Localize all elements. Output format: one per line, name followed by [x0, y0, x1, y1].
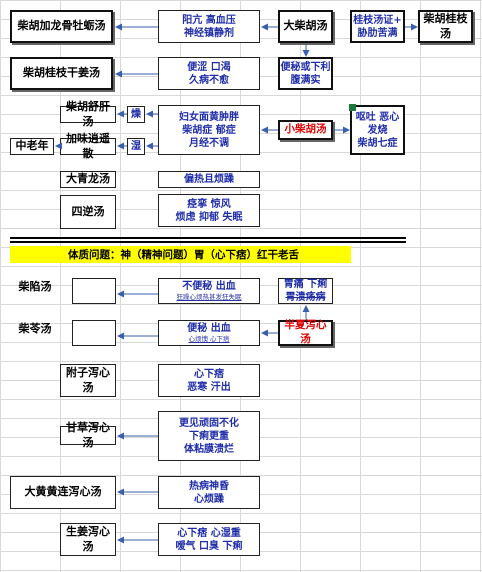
line: 发烧: [367, 124, 388, 136]
line: 阳亢 高血压: [182, 14, 236, 26]
box-chaihu-guizhi: 柴胡桂枝汤: [418, 10, 473, 43]
label: 半夏泻心汤: [284, 319, 327, 345]
label: 附子泻心汤: [66, 366, 110, 394]
box-shi: 湿: [127, 138, 145, 155]
line: 便秘或下利: [280, 61, 331, 73]
line: 胁肋苦满: [357, 27, 398, 39]
box-guizhi-zheng: 桂枝汤证+ 胁肋苦满: [350, 10, 405, 43]
label: 柴胡舒肝汤: [66, 100, 110, 128]
line: 恶寒 汗出: [187, 381, 231, 393]
line: 腹满实: [290, 74, 321, 86]
box-bianbi: 便秘或下利 腹满实: [278, 57, 333, 90]
small-note: 狂躁心烦热甚发狂失眠: [176, 293, 242, 302]
empty-box-chai-ling: [72, 320, 116, 346]
line: 烦虑 抑郁 失眠: [175, 211, 243, 223]
label: 柴胡加龙骨牡蛎汤: [17, 19, 106, 33]
line: 妇女面黄肿胖: [179, 111, 239, 123]
line: 不便秘 出血: [182, 281, 236, 293]
box-banxia-xiexin: 半夏泻心汤: [278, 319, 333, 346]
banner-text: 体质问题：神（精神问题）胃（心下痞）红干老舌: [68, 249, 299, 261]
box-zao: 燥: [127, 106, 145, 123]
line: 更见顽固不化: [179, 417, 239, 429]
label: 小柴胡汤: [284, 123, 327, 136]
label-chai-ling: 柴苓汤: [10, 320, 60, 339]
box-outu: 呕吐 恶心 发烧 柴胡七症: [350, 105, 405, 155]
box-bianmi-chuxue: 便秘 出血 心烦懊 心下痞: [158, 320, 260, 346]
box-fuzi-sym: 心下痞 恶寒 汗出: [158, 364, 260, 397]
empty-box-chai-xian: [72, 278, 116, 304]
line: 月经不调: [189, 137, 229, 149]
label: 燥: [131, 109, 141, 120]
line: 痉挛 惊风: [187, 198, 231, 210]
box-yangkang: 阳亢 高血压 神经镇静剂: [158, 10, 260, 43]
box-da-qinglong: 大青龙汤: [60, 171, 116, 188]
box-buyi-bianxue: 不便秘 出血 狂躁心烦热甚发狂失眠: [158, 278, 260, 304]
label-chai-xian: 柴陷汤: [10, 278, 60, 297]
line: 便涩 口渴: [187, 61, 231, 73]
line: 神经镇静剂: [184, 27, 234, 39]
label: 生姜泻心汤: [66, 525, 110, 553]
label: 甘草泻心汤: [66, 421, 110, 449]
banner-tizhi: 体质问题：神（精神问题）胃（心下痞）红干老舌: [10, 246, 351, 263]
box-bianse: 便涩 口渴 久病不愈: [158, 57, 260, 90]
line: 柴胡症 郁症: [182, 124, 236, 136]
box-shengjiang-sym: 心下痞 心湿重 嗳气 口臭 下痢: [158, 523, 260, 556]
box-jingluan: 痉挛 惊风 烦虑 抑郁 失眠: [158, 194, 260, 227]
label: 中老年: [15, 139, 49, 153]
box-zhonglaonian: 中老年: [10, 138, 54, 155]
divider-upper: [10, 237, 406, 239]
box-pianre: 偏热且烦躁: [158, 171, 260, 188]
label: 四逆汤: [71, 204, 105, 218]
box-chaihu-guizhi-ganjiang: 柴胡桂枝干姜汤: [10, 57, 113, 90]
line: 便秘 出血: [187, 323, 231, 335]
line: 热病神昏: [189, 480, 229, 492]
small-note: 心烦懊 心下痞: [188, 335, 230, 344]
box-sini: 四逆汤: [60, 195, 116, 229]
box-funv: 妇女面黄肿胖 柴胡症 郁症 月经不调: [158, 105, 260, 155]
line: 胃溃疡病: [285, 292, 326, 303]
label: 柴胡桂枝干姜汤: [23, 66, 100, 80]
label: 大青龙汤: [66, 172, 110, 186]
line: 嗳气 口臭 下痢: [175, 540, 243, 552]
line: 心下痞: [194, 368, 224, 380]
label: 湿: [131, 141, 141, 152]
label: 柴陷汤: [18, 280, 52, 294]
line: 柴胡七症: [357, 137, 398, 149]
label: 大黄黄连泻心汤: [24, 485, 102, 499]
line: 心下痞 心湿重: [177, 527, 241, 539]
box-chaihu-longgu: 柴胡加龙骨牡蛎汤: [10, 10, 113, 43]
label: 偏热且烦躁: [184, 174, 234, 185]
line: 久病不愈: [189, 74, 229, 86]
line: 体粘膜溃烂: [184, 443, 234, 455]
label: 柴胡桂枝汤: [423, 12, 468, 40]
box-dahuang-sym: 热病神昏 心烦躁: [158, 476, 260, 509]
box-weitong: 胃痛 下痢 胃溃疡病: [278, 278, 333, 304]
label: 加味逍遥散: [66, 132, 110, 160]
box-chaihu-shugan: 柴胡舒肝汤: [60, 100, 116, 128]
box-gancao-sym: 更见顽固不化 下痢更重 体粘膜溃烂: [158, 411, 260, 461]
comment-marker: [349, 104, 356, 111]
label: 柴苓汤: [18, 322, 52, 336]
line: 呕吐 恶心: [355, 111, 400, 123]
box-xiao-chaihu: 小柴胡汤: [278, 120, 333, 140]
line: 心烦躁: [194, 493, 224, 505]
box-jiawei-xiaoyao: 加味逍遥散: [60, 132, 116, 160]
box-da-chaihu: 大柴胡汤: [278, 10, 333, 43]
line: 胃痛 下痢: [283, 279, 328, 290]
divider-lower: [10, 241, 406, 243]
line: 下痢更重: [189, 430, 229, 442]
box-dahuang-huanglian: 大黄黄连泻心汤: [10, 476, 116, 509]
line: 桂枝汤证+: [353, 14, 402, 26]
label: 大柴胡汤: [283, 19, 328, 33]
box-fuzi-xiexin: 附子泻心汤: [60, 364, 116, 397]
box-shengjiang-xiexin: 生姜泻心汤: [60, 523, 116, 556]
box-gancao-xiexin: 甘草泻心汤: [60, 421, 116, 449]
